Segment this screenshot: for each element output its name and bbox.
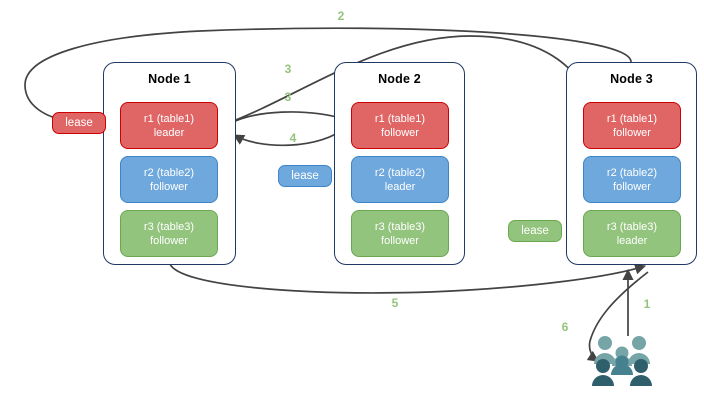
step-label-3b: 3	[284, 90, 292, 104]
lease-badge-table3[interactable]: lease	[508, 220, 562, 242]
replica-r2-node3[interactable]: r2 (table2) follower	[583, 156, 681, 203]
replica-role: leader	[153, 126, 185, 139]
step-label-4: 4	[289, 131, 297, 145]
edge-step-5	[169, 263, 647, 294]
replica-role: leader	[616, 234, 648, 247]
step-label-5: 5	[391, 296, 399, 310]
replica-name: r3 (table3)	[606, 220, 658, 233]
users-icon	[592, 336, 652, 386]
replica-name: r2 (table2)	[374, 166, 426, 179]
node-container-2[interactable]: Node 2 r1 (table1) follower r2 (table2) …	[334, 62, 465, 265]
replica-r3-node1[interactable]: r3 (table3) follower	[120, 210, 218, 257]
step-label-3a: 3	[284, 62, 292, 76]
step-label-2: 2	[337, 9, 345, 23]
replica-role: follower	[381, 234, 419, 247]
replica-r3-node3[interactable]: r3 (table3) leader	[583, 210, 681, 257]
node-title: Node 2	[378, 72, 421, 86]
replica-r1-node2[interactable]: r1 (table1) follower	[351, 102, 449, 149]
replica-r2-node1[interactable]: r2 (table2) follower	[120, 156, 218, 203]
replica-name: r1 (table1)	[606, 112, 658, 125]
replica-name: r3 (table3)	[374, 220, 426, 233]
replica-r1-node1[interactable]: r1 (table1) leader	[120, 102, 218, 149]
replica-name: r1 (table1)	[374, 112, 426, 125]
replica-role: leader	[384, 180, 416, 193]
step-label-1: 1	[643, 297, 651, 311]
node-title: Node 1	[148, 72, 191, 86]
replica-name: r2 (table2)	[143, 166, 195, 179]
replica-role: follower	[150, 180, 188, 193]
replica-name: r2 (table2)	[606, 166, 658, 179]
replica-role: follower	[613, 126, 651, 139]
replica-name: r1 (table1)	[143, 112, 195, 125]
edge-step-3-short	[228, 111, 347, 125]
step-label-6: 6	[561, 320, 569, 334]
node-container-3[interactable]: Node 3 r1 (table1) follower r2 (table2) …	[566, 62, 697, 265]
lease-badge-table1[interactable]: lease	[52, 112, 106, 134]
replica-r1-node3[interactable]: r1 (table1) follower	[583, 102, 681, 149]
replica-r3-node2[interactable]: r3 (table3) follower	[351, 210, 449, 257]
node-title: Node 3	[610, 72, 653, 86]
replica-r2-node2[interactable]: r2 (table2) leader	[351, 156, 449, 203]
replica-role: follower	[613, 180, 651, 193]
replica-name: r3 (table3)	[143, 220, 195, 233]
node-container-1[interactable]: Node 1 r1 (table1) leader r2 (table2) fo…	[103, 62, 236, 265]
replica-role: follower	[150, 234, 188, 247]
replica-role: follower	[381, 126, 419, 139]
lease-badge-table2[interactable]: lease	[278, 165, 332, 187]
